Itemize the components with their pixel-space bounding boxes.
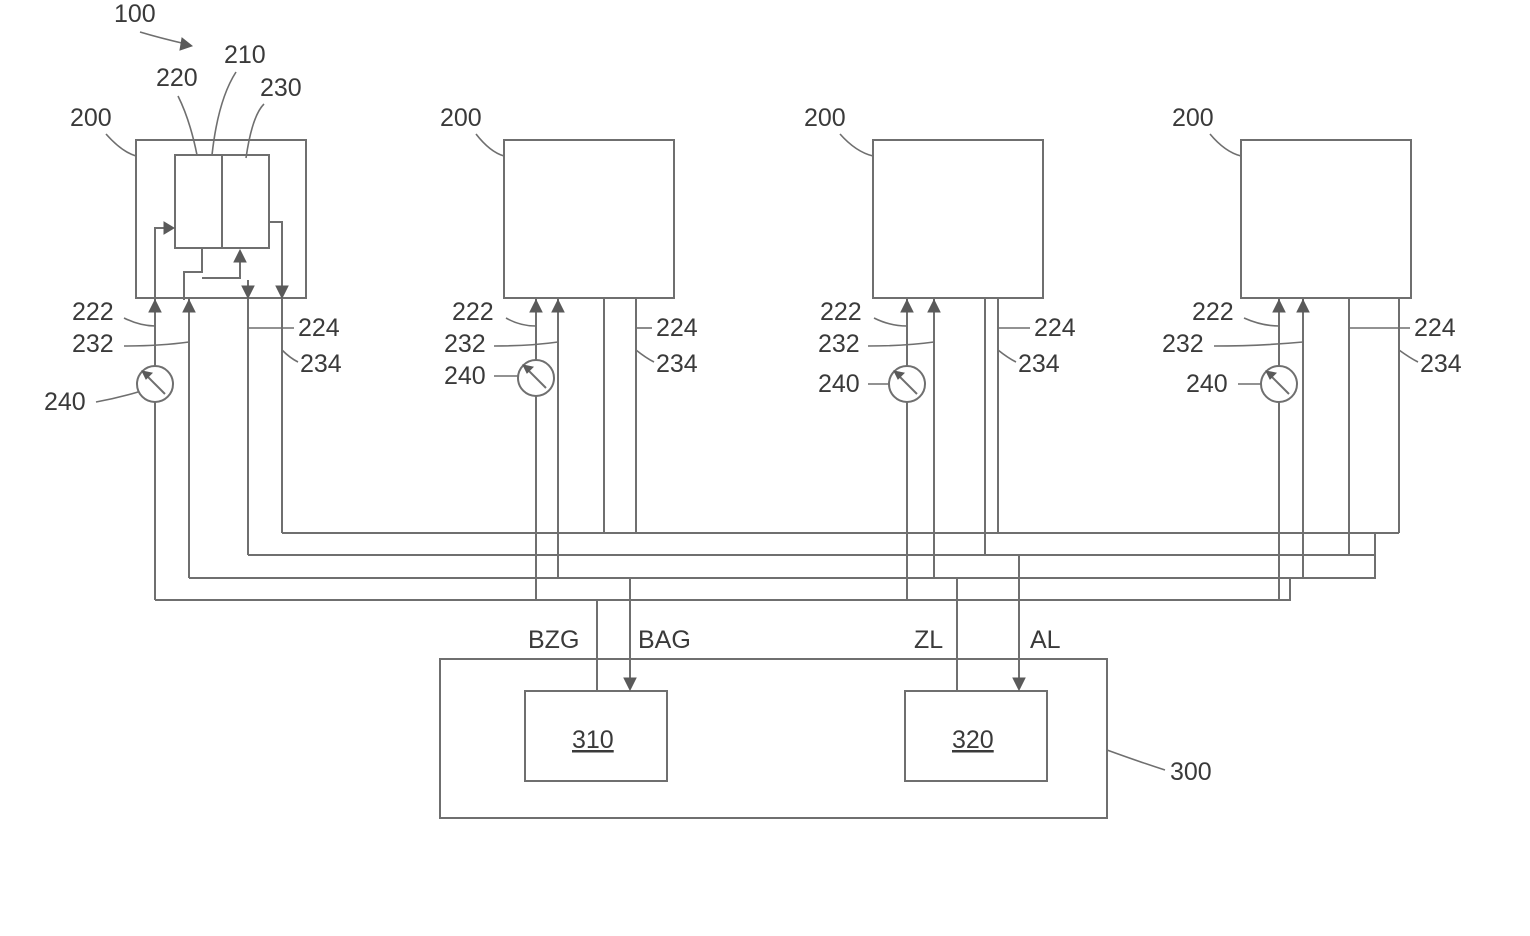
leader-200-unit-1 bbox=[106, 134, 136, 156]
leader-234-u3 bbox=[998, 350, 1016, 362]
label-220: 220 bbox=[156, 64, 198, 92]
arrow-232-unit-3 bbox=[928, 300, 940, 312]
arrow-100 bbox=[180, 38, 192, 50]
label-zl: ZL bbox=[914, 626, 943, 654]
label-224-unit-2: 224 bbox=[656, 314, 698, 342]
module-230-box bbox=[222, 155, 269, 248]
label-222-unit-4: 222 bbox=[1192, 298, 1234, 326]
module-220-box bbox=[175, 155, 222, 248]
label-224-unit-1: 224 bbox=[298, 314, 340, 342]
label-234-unit-1: 234 bbox=[300, 350, 342, 378]
meter-240-unit-3 bbox=[889, 366, 925, 402]
label-224-unit-3: 224 bbox=[1034, 314, 1076, 342]
label-232-unit-4: 232 bbox=[1162, 330, 1204, 358]
arrow-222-unit-1 bbox=[149, 300, 161, 312]
label-200-unit-3: 200 bbox=[804, 104, 846, 132]
label-240-unit-3: 240 bbox=[818, 370, 860, 398]
label-240-unit-1: 240 bbox=[44, 388, 86, 416]
bus-232 bbox=[189, 555, 1375, 578]
arrow-222-unit-2 bbox=[530, 300, 542, 312]
label-234-unit-3: 234 bbox=[1018, 350, 1060, 378]
label-222-unit-3: 222 bbox=[820, 298, 862, 326]
label-100: 100 bbox=[114, 0, 156, 28]
label-232-unit-3: 232 bbox=[818, 330, 860, 358]
label-210: 210 bbox=[224, 41, 266, 69]
meter-240-unit-4 bbox=[1261, 366, 1297, 402]
label-224-unit-4: 224 bbox=[1414, 314, 1456, 342]
leader-234-u2 bbox=[636, 350, 654, 362]
label-300: 300 bbox=[1170, 758, 1212, 786]
arrow-222-unit-4 bbox=[1273, 300, 1285, 312]
leader-222-u2 bbox=[506, 318, 536, 326]
arrow-232-unit-2 bbox=[552, 300, 564, 312]
arrow-232-unit-4 bbox=[1297, 300, 1309, 312]
label-320: 320 bbox=[952, 726, 994, 754]
leader-234-u1 bbox=[282, 350, 298, 362]
leader-232-u3 bbox=[868, 342, 934, 346]
label-234-unit-2: 234 bbox=[656, 350, 698, 378]
arrow-222-unit-3 bbox=[901, 300, 913, 312]
label-200-unit-1: 200 bbox=[70, 104, 112, 132]
label-200-unit-2: 200 bbox=[440, 104, 482, 132]
unit-2-box bbox=[504, 140, 674, 298]
leader-100 bbox=[140, 32, 186, 44]
label-bzg: BZG bbox=[528, 626, 579, 654]
label-230: 230 bbox=[260, 74, 302, 102]
leader-234-u4 bbox=[1399, 350, 1418, 362]
leader-200-unit-3 bbox=[840, 134, 873, 156]
unit-3-box bbox=[873, 140, 1043, 298]
leader-300 bbox=[1107, 750, 1165, 770]
unit-4-box bbox=[1241, 140, 1411, 298]
label-232-unit-2: 232 bbox=[444, 330, 486, 358]
leader-222-u3 bbox=[874, 318, 907, 326]
label-222-unit-2: 222 bbox=[452, 298, 494, 326]
label-232-unit-1: 232 bbox=[72, 330, 114, 358]
meter-240-unit-2 bbox=[518, 360, 554, 396]
leader-222-u1 bbox=[124, 318, 155, 326]
leader-240-u1 bbox=[96, 392, 138, 402]
leader-222-u4 bbox=[1244, 318, 1279, 326]
label-234-unit-4: 234 bbox=[1420, 350, 1462, 378]
label-bag: BAG bbox=[638, 626, 691, 654]
arrow-232-unit-1 bbox=[183, 300, 195, 312]
leader-200-unit-2 bbox=[476, 134, 504, 156]
label-al: AL bbox=[1030, 626, 1061, 654]
meter-240-unit-1 bbox=[137, 366, 173, 402]
leader-232-u4 bbox=[1214, 342, 1303, 346]
leader-200-unit-4 bbox=[1210, 134, 1241, 156]
label-222-unit-1: 222 bbox=[72, 298, 114, 326]
label-240-unit-4: 240 bbox=[1186, 370, 1228, 398]
label-200-unit-4: 200 bbox=[1172, 104, 1214, 132]
leader-232-u1 bbox=[124, 342, 189, 346]
bus-222-right bbox=[1279, 578, 1290, 600]
bus-224 bbox=[248, 533, 1375, 555]
label-310: 310 bbox=[572, 726, 614, 754]
label-240-unit-2: 240 bbox=[444, 362, 486, 390]
leader-232-u2 bbox=[494, 342, 558, 346]
